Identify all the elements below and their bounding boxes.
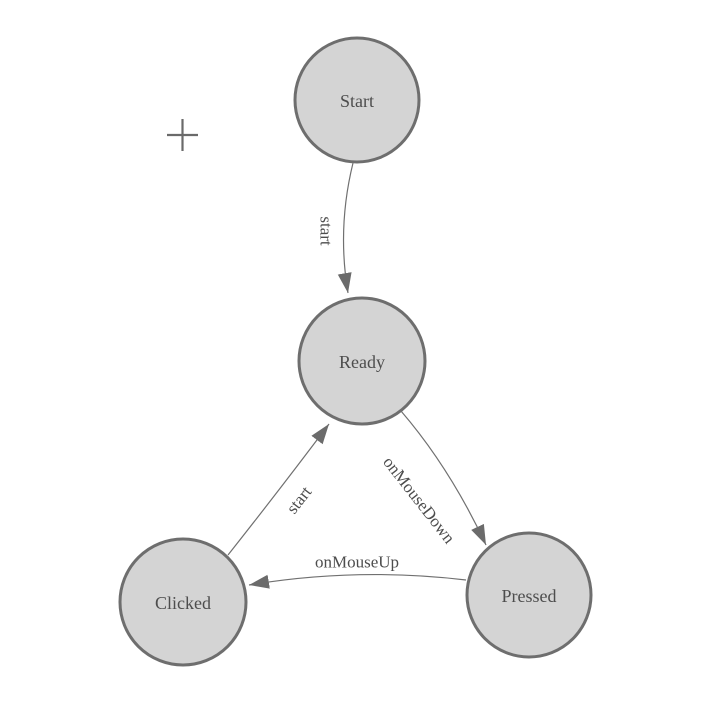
edge-line-start-to-ready[interactable] xyxy=(337,162,354,294)
node-pressed[interactable]: Pressed xyxy=(465,531,593,659)
edge-pressed-to-clicked[interactable]: onMouseUp xyxy=(248,553,467,589)
node-circle-clicked[interactable] xyxy=(118,537,248,667)
edge-label-ready-to-pressed: onMouseDown xyxy=(379,453,459,548)
node-circle-start[interactable] xyxy=(293,36,421,164)
edge-line-pressed-to-clicked[interactable] xyxy=(248,573,467,589)
edge-line-clicked-to-ready[interactable] xyxy=(227,423,330,556)
edge-start-to-ready[interactable]: start xyxy=(317,162,354,294)
edge-label-pressed-to-clicked: onMouseUp xyxy=(315,553,399,572)
node-label-start: Start xyxy=(340,91,374,111)
node-ready[interactable]: Ready xyxy=(297,296,427,426)
node-label-ready: Ready xyxy=(339,352,385,372)
node-clicked[interactable]: Clicked xyxy=(118,537,248,667)
node-label-clicked: Clicked xyxy=(155,593,211,613)
node-circle-pressed[interactable] xyxy=(465,531,593,659)
crosshair-icon xyxy=(167,119,198,151)
edge-label-start-to-ready: start xyxy=(317,216,336,246)
edge-line-ready-to-pressed[interactable] xyxy=(400,410,487,546)
node-start[interactable]: Start xyxy=(293,36,421,164)
edge-label-clicked-to-ready: start xyxy=(283,482,316,517)
edge-clicked-to-ready[interactable]: start xyxy=(227,423,330,556)
node-label-pressed: Pressed xyxy=(502,586,557,606)
node-circle-ready[interactable] xyxy=(297,296,427,426)
edge-ready-to-pressed[interactable]: onMouseDown xyxy=(379,410,487,548)
